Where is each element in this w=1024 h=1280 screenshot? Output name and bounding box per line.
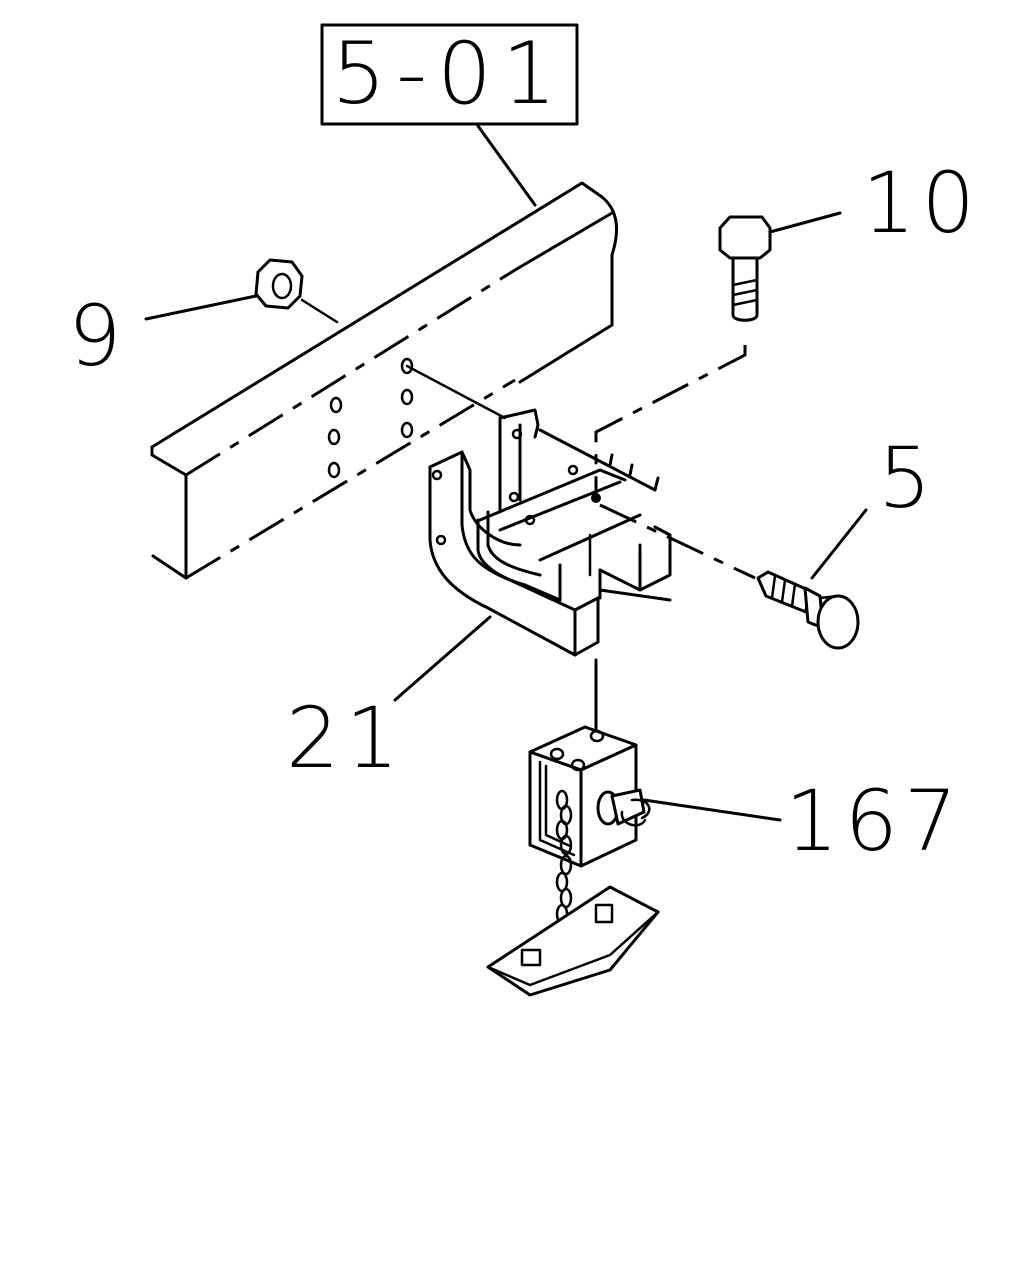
side-bolt-path (599, 503, 756, 580)
callout-21[interactable]: 21 (286, 689, 405, 787)
side-bolt-part[interactable] (756, 570, 860, 650)
callout-167[interactable]: 167 (785, 772, 963, 870)
upper-bolt-leader (768, 211, 842, 234)
nut-leader (144, 294, 258, 321)
callout-10[interactable]: 10 (862, 154, 981, 252)
frame-rail (150, 181, 619, 580)
reference-leader (476, 124, 537, 207)
reference-box[interactable]: 5-01 (320, 23, 579, 126)
reference-frame (320, 23, 579, 126)
upper-bolt-path (594, 345, 747, 498)
upper-bolt-part[interactable] (718, 215, 772, 322)
nut-part[interactable] (254, 258, 339, 324)
rail-to-bracket-line (405, 364, 507, 420)
bracket-leader (393, 615, 492, 702)
carrier-part[interactable] (486, 725, 660, 997)
reference-label: 5-01 (331, 24, 566, 124)
carrier-leader (642, 798, 782, 822)
callout-5[interactable]: 5 (878, 429, 937, 527)
side-bolt-leader (810, 508, 868, 580)
callout-9[interactable]: 9 (68, 287, 127, 385)
bracket-part[interactable] (428, 408, 672, 657)
